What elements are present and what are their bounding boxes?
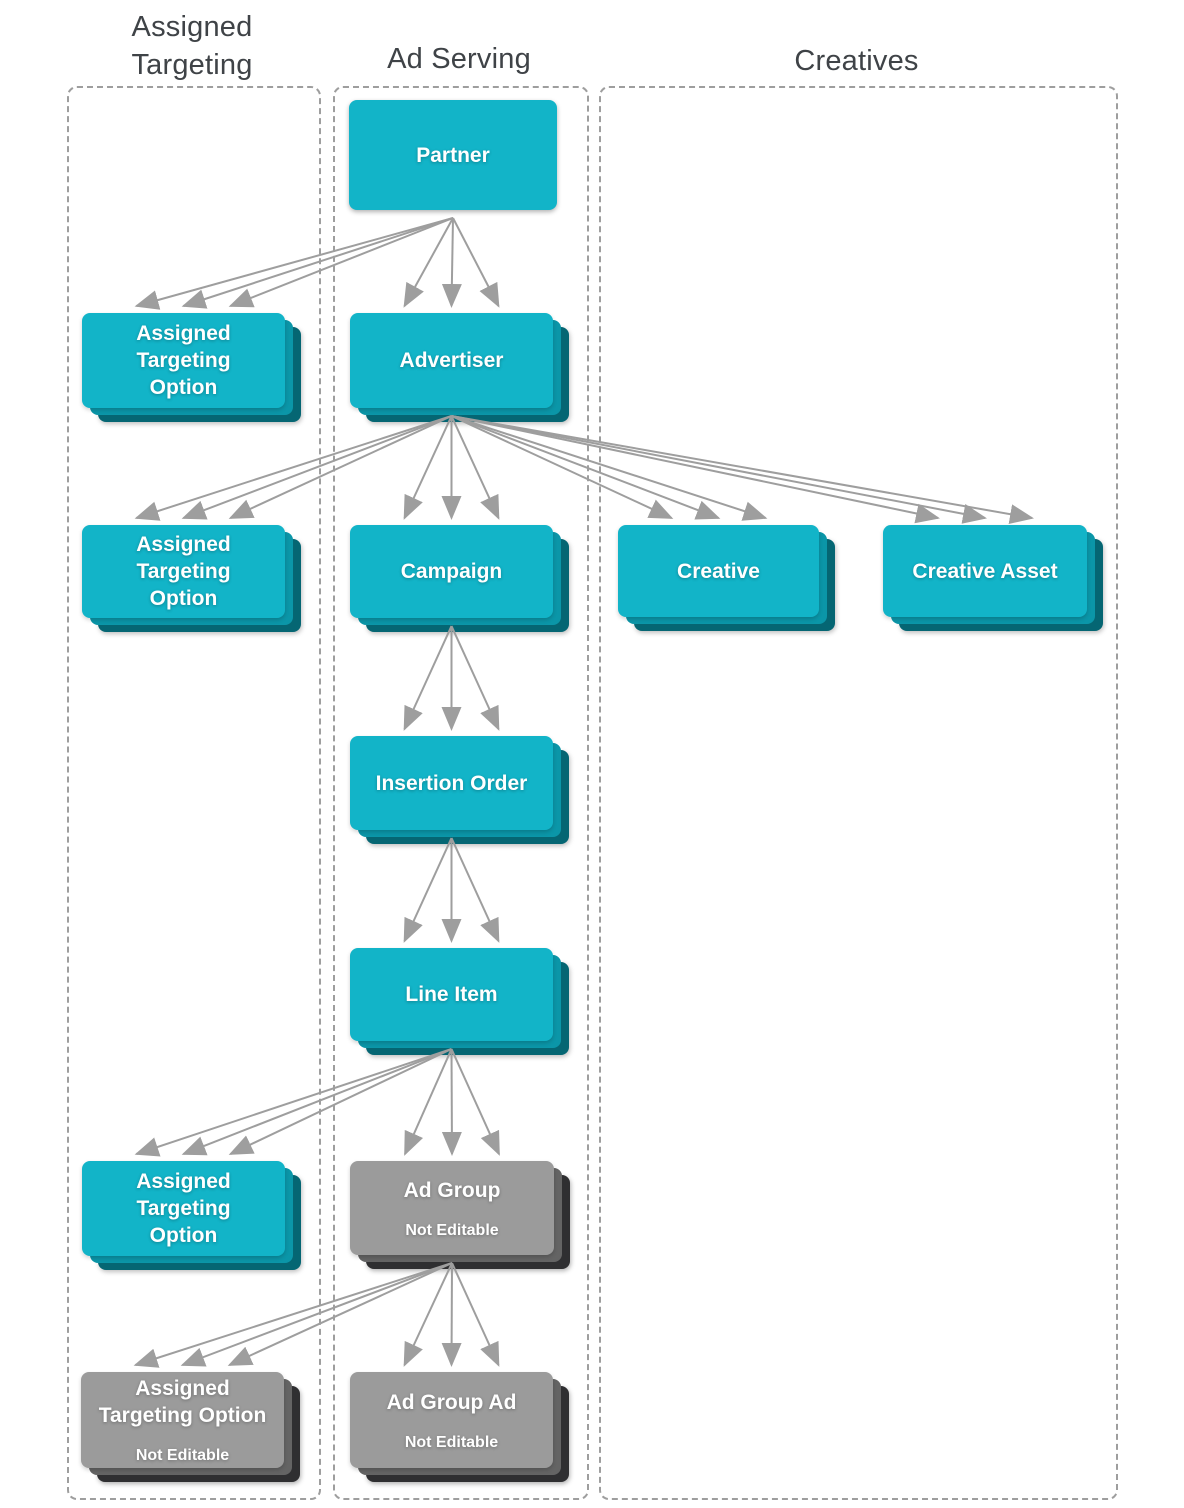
node-creative: Creative <box>618 525 819 617</box>
node-title: Creative <box>677 559 760 583</box>
node-title: Ad Group <box>403 1178 501 1202</box>
node-subtitle: Not Editable <box>405 1221 499 1239</box>
node-partner: Partner <box>349 100 557 210</box>
node-title: Advertiser <box>399 349 504 372</box>
node-ad-group-ad: Ad Group Ad Not Editable <box>350 1372 553 1468</box>
node-title: Line Item <box>405 983 498 1006</box>
column-header-line: Creatives <box>794 45 919 77</box>
node-subtitle: Not Editable <box>135 1447 230 1464</box>
node-advertiser: Advertiser <box>350 313 553 408</box>
column-header-line: Targeting <box>131 49 253 81</box>
column-creatives <box>599 86 1118 1500</box>
column-assigned-targeting <box>67 86 321 1500</box>
column-header-line: Ad Serving <box>387 43 531 75</box>
node-creative-asset: Creative Asset <box>883 525 1087 617</box>
node-campaign: Campaign <box>350 525 553 618</box>
node-title: Partner <box>416 143 490 167</box>
node-title: Insertion Order <box>375 771 528 795</box>
column-ad-serving <box>333 86 589 1500</box>
node-title: Ad Group Ad <box>386 1390 517 1414</box>
column-header-creatives: Creatives <box>599 42 1114 80</box>
node-title: Campaign <box>400 560 503 583</box>
node-subtitle: Not Editable <box>404 1433 499 1451</box>
node-insertion-order: Insertion Order <box>350 736 553 830</box>
node-line-item: Line Item <box>350 948 553 1041</box>
column-header-line: Assigned <box>131 11 253 43</box>
column-header-ad-serving: Ad Serving <box>333 40 585 78</box>
node-title: Creative Asset <box>912 559 1058 583</box>
